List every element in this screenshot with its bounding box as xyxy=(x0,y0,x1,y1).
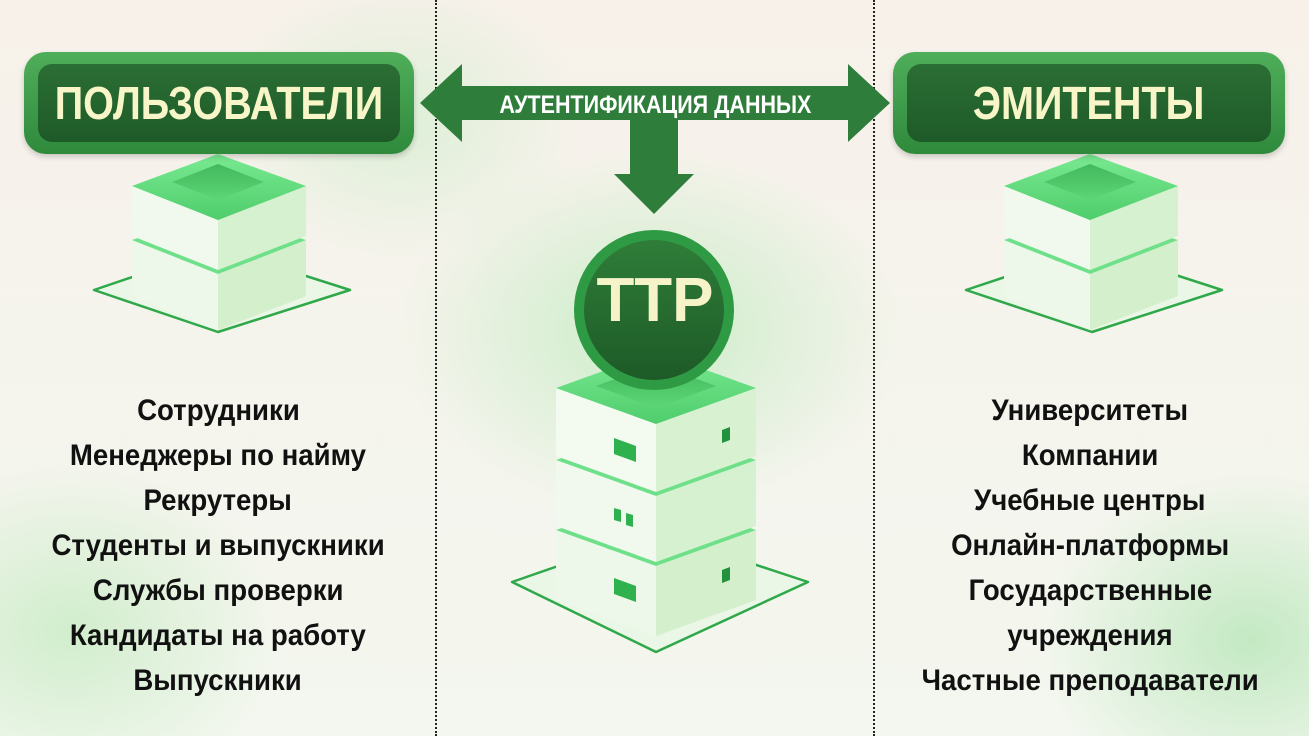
list-item: Выпускники xyxy=(133,664,303,697)
list-item: Компании xyxy=(1021,439,1159,472)
list-item: Менеджеры по найму xyxy=(69,439,367,472)
list-item: Службы проверки xyxy=(92,574,344,607)
list-item: Учебные центры xyxy=(974,484,1206,517)
issuers-badge: ЭМИТЕНТЫ xyxy=(893,52,1285,154)
arrow-label: АУТЕНТИФИКАЦИЯ ДАННЫХ xyxy=(499,90,811,119)
ttp-label: TTP xyxy=(596,265,714,335)
list-item: Частные преподаватели xyxy=(921,664,1259,697)
users-title: ПОЛЬЗОВАТЕЛИ xyxy=(38,64,400,142)
list-item: Университеты xyxy=(991,394,1189,427)
list-item: Студенты и выпускники xyxy=(51,529,385,562)
issuers-server-icon xyxy=(964,154,1224,334)
ttp-server-icon xyxy=(510,352,810,654)
list-item: Онлайн-платформы xyxy=(950,529,1230,562)
list-item: Кандидаты на работу xyxy=(69,619,366,652)
data-authentication-arrow xyxy=(420,64,890,214)
list-item: учреждения xyxy=(1007,619,1173,652)
divider-right xyxy=(873,0,875,736)
list-item: Государственные xyxy=(968,574,1212,607)
users-server-icon xyxy=(92,154,352,334)
list-item: Сотрудники xyxy=(136,394,300,427)
list-item: Рекрутеры xyxy=(143,484,293,517)
ttp-circle xyxy=(574,230,734,390)
users-badge: ПОЛЬЗОВАТЕЛИ xyxy=(24,52,414,154)
users-list: Сотрудники Менеджеры по найму Рекрутеры … xyxy=(18,388,418,703)
issuers-title: ЭМИТЕНТЫ xyxy=(907,64,1271,142)
issuers-list: Университеты Компании Учебные центры Онл… xyxy=(890,388,1290,703)
divider-left xyxy=(435,0,437,736)
